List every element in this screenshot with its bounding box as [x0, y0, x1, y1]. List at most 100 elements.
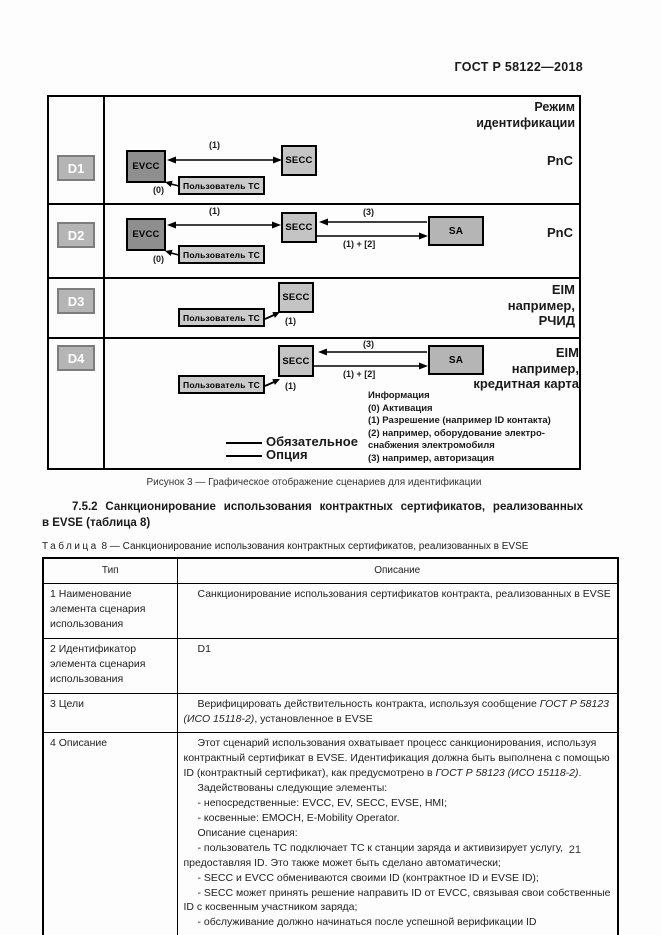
secc-box: SECC	[281, 145, 317, 176]
row-d1-content: Режим идентификации PnC EVCC SECC Пользо…	[105, 97, 579, 203]
arrow-label-1: (1)	[209, 206, 220, 216]
row-4-p1-post: .	[578, 767, 582, 780]
arrow-label-3: (3)	[363, 207, 374, 217]
row-4-list-direct: - непосредственные: EVCC, EV, SECC, EVSE…	[197, 797, 447, 810]
legend-line-mandatory	[226, 442, 262, 444]
mode-d1: PnC	[547, 153, 573, 168]
row-2-description: D1	[176, 637, 619, 694]
heading-line-2: в EVSE (таблица 8)	[42, 517, 151, 530]
sa-box: SA	[428, 345, 484, 375]
mode-d3: EIM например, РЧИД	[507, 282, 575, 329]
figure-row-d2: D2	[49, 205, 579, 279]
arrow-user-secc	[264, 312, 280, 320]
arrow-label-3: (3)	[363, 339, 374, 349]
sa-box: SA	[428, 216, 484, 246]
evcc-box: EVCC	[126, 150, 166, 183]
vehicle-user-box: Пользователь ТС	[178, 176, 265, 195]
arrow-evcc-secc	[167, 156, 282, 164]
page-number: 21	[568, 844, 581, 856]
row-4-standard-reference: ГОСТ Р 58123 (ИСО 15118-2)	[435, 767, 579, 780]
table-caption-word: Таблица	[42, 541, 99, 552]
legend-label-option: Опция	[266, 447, 308, 462]
row-3-text-post: , установленное в EVSE	[254, 712, 373, 725]
row-4-scenario-step-1: - пользователь ТС подключает ТС к станци…	[183, 841, 563, 869]
row-4-scenario-step-2: - SECC и EVCC обмениваются своими ID (ко…	[197, 871, 539, 884]
row-d3-label-cell: D3	[49, 279, 105, 337]
arrow-label-0: (0)	[153, 185, 164, 195]
row-4-type: 4 Описание	[42, 732, 178, 935]
vehicle-user-box: Пользователь ТС	[178, 308, 265, 327]
secc-box: SECC	[278, 282, 314, 313]
row-3-type: 3 Цели	[42, 692, 178, 734]
row-d2-label-cell: D2	[49, 205, 105, 277]
row-d1-label-cell: D1	[49, 97, 105, 203]
row-d4-label-cell: D4	[49, 339, 105, 468]
row-4-scenario-step-4: - обслуживание должно начинаться после у…	[197, 916, 537, 929]
mode-d4: EIM например, кредитная карта	[473, 345, 579, 392]
table-header-row: Тип Описание	[42, 557, 619, 585]
table-caption-rest: 8 — Санкционирование использования контр…	[98, 541, 529, 552]
table-caption: Таблица 8 — Санкционирование использован…	[42, 541, 528, 552]
section-heading-7-5-2: 7.5.2 Санкционирование использования кон…	[42, 499, 583, 531]
row-1-text: Санкционирование использования сертифика…	[197, 588, 611, 601]
figure-row-d4: D4 EIM например,	[49, 339, 579, 468]
row-4-scenario-step-3: - SECC может принять решение направить I…	[183, 886, 611, 914]
row-d3-arrows	[264, 312, 280, 320]
scenario-id-d2: D2	[57, 222, 95, 248]
row-4-scenario-title: Описание сценария:	[197, 826, 298, 839]
row-d3-content: EIM например, РЧИД SECC Пользователь ТС …	[105, 279, 579, 337]
figure-caption: Рисунок 3 — Графическое отображение сцен…	[146, 477, 482, 488]
evcc-box: EVCC	[126, 218, 166, 251]
row-4-paragraph-2: Задействованы следующие элементы:	[197, 782, 388, 795]
figure-row-d3: D3 EIM например, РЧИД SECC Пользователь …	[49, 279, 579, 339]
arrow-evcc-secc	[167, 221, 281, 229]
secc-box: SECC	[278, 345, 314, 377]
arrow-label-1-2: (1) + [2]	[343, 369, 376, 379]
legend-label-mandatory: Обязательное	[266, 434, 358, 449]
vehicle-user-box: Пользователь ТС	[178, 245, 265, 264]
arrow-label-1-2: (1) + [2]	[343, 239, 376, 249]
mode-column-header: Режим идентификации	[476, 100, 575, 130]
row-3-standard-reference: ГОСТ Р 58123 (ИСО 15118-2)	[183, 697, 610, 725]
vehicle-user-box: Пользователь ТС	[178, 375, 265, 394]
column-header-description: Описание	[176, 557, 619, 585]
heading-line-1: 7.5.2 Санкционирование использования кон…	[72, 501, 583, 513]
row-1-description: Санкционирование использования сертифика…	[176, 583, 619, 639]
row-3-text-pre: Верифицировать действительность контракт…	[197, 697, 540, 710]
figure-info-notes: Информация (0) Активация (1) Разрешение …	[368, 390, 551, 464]
arrow-sa-secc	[319, 218, 427, 226]
scenario-id-d4: D4	[57, 345, 95, 371]
arrow-label-1: (1)	[209, 140, 220, 150]
figure-row-d1: D1 Режим идентификации PnC EVCC	[49, 97, 579, 205]
table-row-1: 1 Наименование элемента сценария использ…	[42, 583, 619, 639]
arrow-user-secc	[264, 379, 280, 387]
row-4-list-indirect: - косвенные: EMOCH, E-Mobility Operator.	[197, 811, 400, 824]
row-3-description: Верифицировать действительность контракт…	[176, 692, 619, 734]
row-1-type: 1 Наименование элемента сценария использ…	[42, 583, 178, 639]
row-d2-content: PnC EVCC SECC SA Пользователь ТС (1) (3)…	[105, 205, 579, 277]
scenario-id-d1: D1	[57, 155, 95, 181]
legend-line-option	[226, 455, 262, 457]
arrow-label-1: (1)	[285, 381, 296, 391]
arrow-label-0: (0)	[153, 254, 164, 264]
row-4-paragraph-1: Этот сценарий использования охватывает п…	[184, 736, 612, 781]
mode-d2: PnC	[547, 225, 573, 240]
arrow-sa-secc	[318, 348, 427, 356]
figure-3-identification-scenarios: D1 Режим идентификации PnC EVCC	[47, 95, 581, 470]
row-d4-content: EIM например, кредитная карта SECC SA По…	[105, 339, 579, 468]
column-header-type: Тип	[42, 557, 178, 585]
standard-number-header: ГОСТ Р 58122—2018	[454, 60, 583, 74]
arrow-label-1: (1)	[285, 316, 296, 326]
row-4-description: Этот сценарий использования охватывает п…	[176, 732, 619, 935]
table-row-4: 4 Описание Этот сценарий использования о…	[42, 732, 619, 935]
row-2-type: 2 Идентификатор элемента сценария исполь…	[42, 637, 178, 694]
row-d2-arrows	[165, 218, 428, 257]
row-3-text: Верифицировать действительность контракт…	[184, 697, 612, 727]
table-row-3: 3 Цели Верифицировать действительность к…	[42, 692, 619, 734]
table-8: Тип Описание 1 Наименование элемента сце…	[42, 557, 619, 935]
table-row-2: 2 Идентификатор элемента сценария исполь…	[42, 637, 619, 694]
scenario-id-d3: D3	[57, 288, 95, 314]
secc-box: SECC	[281, 212, 317, 243]
row-4-p1-pre: Этот сценарий использования охватывает п…	[183, 737, 610, 780]
